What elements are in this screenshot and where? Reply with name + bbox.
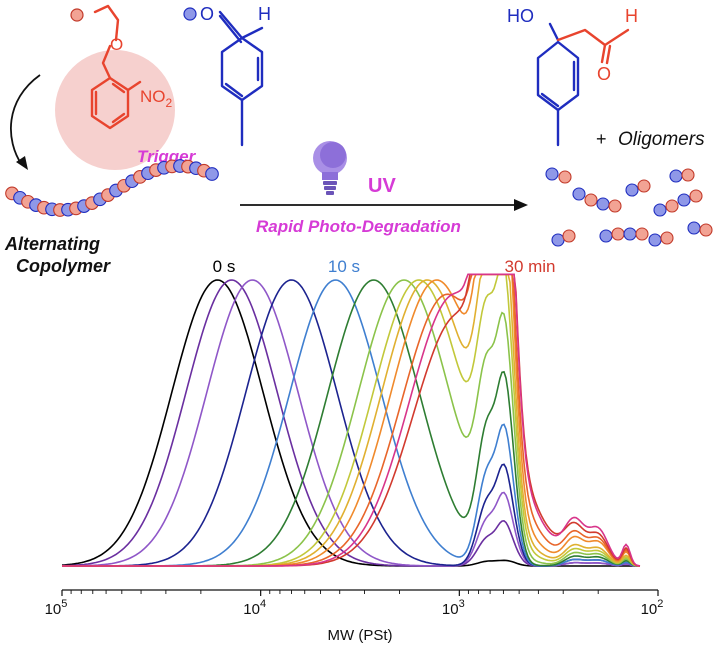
product-oxygen-label: O (597, 64, 611, 84)
fragment-red-bead (584, 193, 598, 207)
gpc-trace-4 (62, 279, 640, 567)
fragment-red-bead (699, 223, 713, 237)
fragment-blue-bead (648, 233, 662, 247)
curved-arrow-head (16, 156, 28, 170)
fragment-red-bead (681, 168, 695, 182)
aldol-product-structure: HO O H (507, 6, 638, 147)
tick-layer: 105 104 103 102 (45, 590, 664, 618)
aldehyde-hydrogen-label: H (258, 4, 271, 24)
fragment-red-bead (660, 231, 674, 245)
fragment-blue-bead (687, 221, 701, 235)
fragment-red-bead (608, 199, 622, 213)
process-label: Rapid Photo-Degradation (256, 217, 461, 236)
fragment-red-bead (637, 179, 651, 193)
reaction-scheme: O NO2 Trigger O H (4, 4, 713, 276)
fragment-blue-bead (669, 169, 683, 183)
fragment-blue-bead (653, 203, 667, 217)
fragment-red-bead (611, 227, 625, 241)
fragment-blue-bead (596, 197, 610, 211)
gpc-trace-5 (62, 279, 641, 567)
fragment-blue-bead (545, 167, 559, 181)
fragment-red-bead (558, 170, 572, 184)
uv-label: UV (368, 175, 396, 197)
gpc-trace-2 (61, 279, 640, 567)
fragment-red-bead (562, 229, 576, 243)
chain-blue-bead (205, 167, 219, 181)
blue-monomer-dot (183, 7, 197, 21)
gpc-chart: 105 104 103 102 MW (PSt) 0 s 10 s 30 min (45, 257, 664, 644)
nitro-label: NO2 (140, 87, 173, 110)
x-tick-label: 102 (641, 598, 664, 618)
x-tick-label: 105 (45, 598, 68, 618)
copolymer-chain (5, 159, 219, 217)
oligomer-fragments (545, 167, 713, 247)
x-tick-label: 104 (243, 598, 266, 618)
fragment-blue-bead (623, 227, 637, 241)
ether-oxygen-label: O (110, 35, 123, 54)
gpc-trace-3 (62, 279, 640, 567)
curved-arrow (10, 74, 41, 166)
polymer-label-line1: Alternating (4, 234, 100, 254)
gpc-trace-6 (62, 279, 641, 567)
fragment-red-bead (689, 189, 703, 203)
aldehyde-oxygen-label: O (200, 4, 214, 24)
fragment-blue-bead (551, 233, 565, 247)
fragment-blue-bead (599, 229, 613, 243)
x-axis-label: MW (PSt) (328, 627, 393, 644)
methylbenzaldehyde-structure: O H (200, 4, 271, 147)
fragment-blue-bead (625, 183, 639, 197)
annotation-10s: 10 s (328, 257, 360, 276)
light-bulb-icon (313, 141, 347, 195)
product-hydrogen-label: H (625, 6, 638, 26)
annotation-30min: 30 min (504, 257, 555, 276)
fragment-red-bead (635, 227, 649, 241)
fragment-blue-bead (677, 193, 691, 207)
fragment-red-bead (665, 199, 679, 213)
trigger-halo (55, 50, 175, 170)
annotation-0s: 0 s (213, 257, 236, 276)
red-monomer-dot (70, 8, 84, 22)
gpc-trace-1 (62, 279, 640, 567)
gpc-trace-12 (62, 273, 641, 567)
gpc-trace-0 (61, 279, 640, 567)
oligomers-label: Oligomers (618, 129, 705, 150)
product-hydroxyl-label: HO (507, 6, 534, 26)
plus-sign: + (596, 129, 607, 149)
x-tick-label: 103 (442, 598, 465, 618)
fragment-blue-bead (572, 187, 586, 201)
reaction-arrow-head (514, 199, 528, 211)
polymer-label-line2: Copolymer (16, 256, 111, 276)
trace-layer (61, 273, 641, 567)
